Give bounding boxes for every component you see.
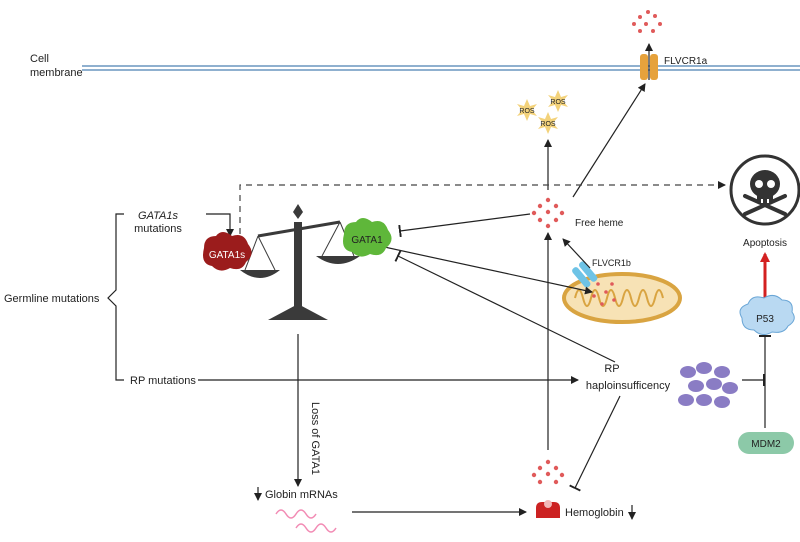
mitochondrion (562, 272, 682, 324)
rp-inhibits-gata1 (394, 250, 616, 363)
gata1s-mutations-label-2: mutations (134, 223, 182, 235)
ribosome-cluster (678, 362, 738, 408)
heme-inhibits-gata1 (398, 213, 531, 238)
free-heme-label: Free heme (575, 218, 624, 229)
loss-gata1-label: Loss of GATA1 (309, 402, 321, 475)
flvcr1b-transporter: FLVCR1b (572, 258, 631, 288)
mdm2-node: MDM2 (738, 432, 794, 454)
heme-to-flvcr1a-arrow (572, 83, 646, 198)
balance-scale (240, 204, 360, 320)
flvcr1b-label: FLVCR1b (592, 258, 631, 268)
gata1-blob-label: GATA1 (351, 235, 383, 246)
membrane-label-1: Cell (30, 53, 49, 65)
dashed-arrow-apoptosis (239, 181, 726, 234)
gata1s-node: GATA1s (203, 232, 252, 271)
globin-label: Globin mRNAs (265, 489, 338, 501)
cell-membrane: Cell membrane (30, 53, 800, 79)
gata1s-blob-label: GATA1s (209, 250, 245, 261)
free-heme (531, 197, 565, 229)
exported-heme (632, 10, 662, 33)
gata1s-mutations-label-1: GATA1s (138, 210, 178, 222)
gata1s-mutation-arrow (206, 213, 234, 237)
rp-mutations-label: RP mutations (130, 375, 196, 387)
ros-cluster: ROS ROS ROS (517, 90, 568, 134)
rp-haplo-label-2: haploinsufficency (586, 380, 671, 392)
mrna-wave (275, 509, 337, 533)
flvcr1a-transporter: FLVCR1a (640, 54, 708, 80)
apoptosis-icon (729, 154, 800, 226)
hemoglobin-label: Hemoglobin (565, 507, 624, 519)
mito-to-heme-arrow (562, 238, 591, 269)
germline-label: Germline mutations (4, 293, 100, 305)
ros-label-1: ROS (519, 108, 535, 115)
hemoglobin-icon (536, 500, 560, 518)
p53-node: P53 (739, 294, 795, 336)
flvcr1a-label: FLVCR1a (664, 56, 708, 67)
apoptosis-label: Apoptosis (743, 238, 787, 249)
ros-label-3: ROS (540, 121, 556, 128)
gata1-to-mito-arrow (374, 244, 593, 295)
mdm2-label: MDM2 (751, 439, 781, 450)
gata1-node: GATA1 (343, 218, 392, 257)
skull-icon (743, 170, 787, 216)
hemoglobin-heme (531, 459, 565, 485)
membrane-label-2: membrane (30, 67, 83, 79)
ros-label-2: ROS (550, 99, 566, 106)
rp-inhibits-hemoglobin (569, 395, 621, 492)
p53-label: P53 (756, 314, 774, 325)
germline-bracket (107, 213, 124, 381)
rp-haplo-label-1: RP (604, 363, 619, 375)
